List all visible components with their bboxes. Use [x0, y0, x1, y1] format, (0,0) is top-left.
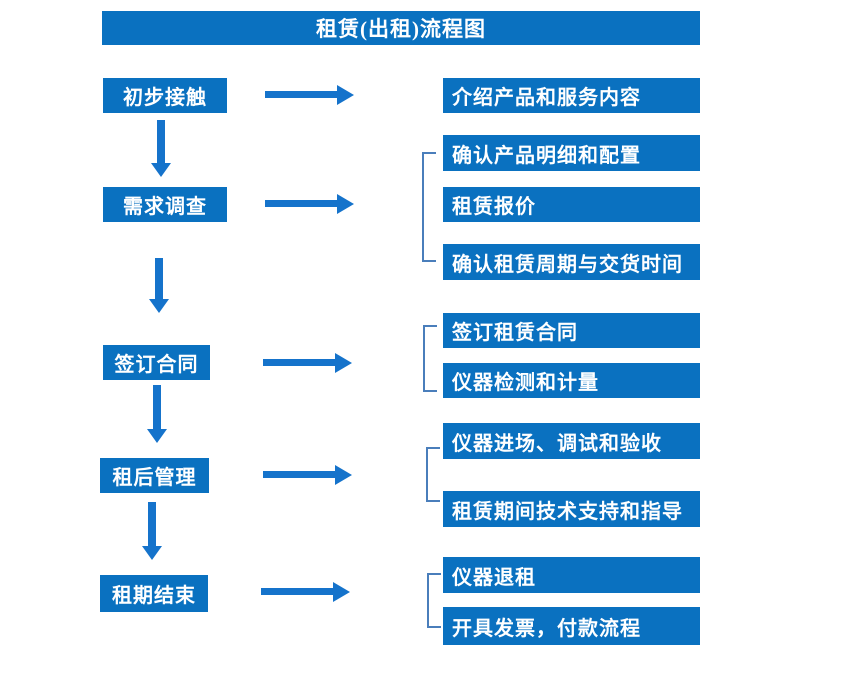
- detail-box-invoice-payment: 开具发票，付款流程: [443, 607, 700, 645]
- detail-box-sign-lease-contract: 签订租赁合同: [443, 313, 700, 348]
- detail-box-introduce-products: 介绍产品和服务内容: [443, 78, 700, 113]
- detail-box-confirm-period-delivery: 确认租赁周期与交货时间: [443, 244, 700, 280]
- detail-box-confirm-specs: 确认产品明细和配置: [443, 135, 700, 171]
- detail-box-instrument-return: 仪器退租: [443, 557, 700, 593]
- down-arrow-4-icon: [142, 502, 162, 560]
- right-arrow-4-icon: [263, 465, 352, 485]
- detail-box-tech-support: 租赁期间技术支持和指导: [443, 491, 700, 527]
- group-bracket-sign-contract: [423, 325, 437, 392]
- group-bracket-lease-end: [427, 573, 441, 628]
- group-bracket-demand-survey: [422, 152, 436, 262]
- step-box-lease-end: 租期结束: [100, 575, 208, 612]
- step-box-sign-contract: 签订合同: [103, 345, 210, 380]
- detail-box-instrument-inspection: 仪器检测和计量: [443, 363, 700, 398]
- group-bracket-post-rental: [426, 447, 440, 502]
- step-box-demand-survey: 需求调查: [103, 187, 227, 222]
- right-arrow-5-icon: [261, 582, 350, 602]
- detail-box-instrument-setup-acceptance: 仪器进场、调试和验收: [443, 423, 700, 459]
- right-arrow-1-icon: [265, 85, 354, 105]
- right-arrow-2-icon: [265, 194, 354, 214]
- down-arrow-3-icon: [147, 385, 167, 443]
- step-box-post-rental-management: 租后管理: [100, 458, 209, 493]
- flowchart-title-bar: 租赁(出租)流程图: [102, 11, 700, 45]
- step-box-initial-contact: 初步接触: [103, 78, 227, 113]
- right-arrow-3-icon: [263, 353, 352, 373]
- down-arrow-1-icon: [151, 120, 171, 177]
- down-arrow-2-icon: [149, 258, 169, 313]
- detail-box-rental-quote: 租赁报价: [443, 187, 700, 222]
